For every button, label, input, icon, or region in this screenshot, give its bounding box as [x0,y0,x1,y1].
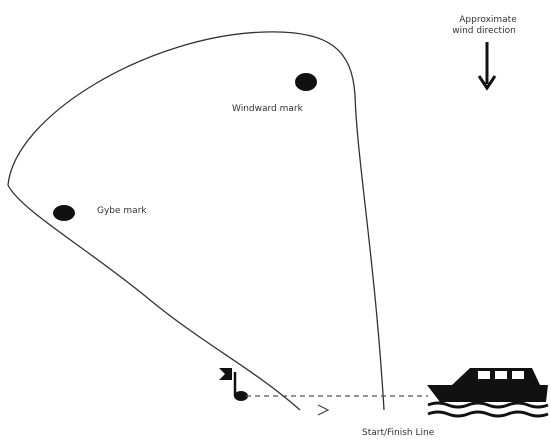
committee-boat-icon [427,368,548,416]
gybe-mark-label: Gybe mark [97,206,147,216]
wind-direction-label: Approximate [459,15,517,25]
windward-mark-label: Windward mark [232,104,304,114]
start-finish-label: Start/Finish Line [362,428,435,438]
wind-arrow-icon [479,42,495,88]
start-flag-icon [219,368,248,401]
start-direction-arrow-icon [318,405,328,415]
windward-mark-buoy [295,73,317,91]
wind-direction-label-2: wind direction [452,26,516,36]
gybe-mark-buoy [53,205,75,221]
